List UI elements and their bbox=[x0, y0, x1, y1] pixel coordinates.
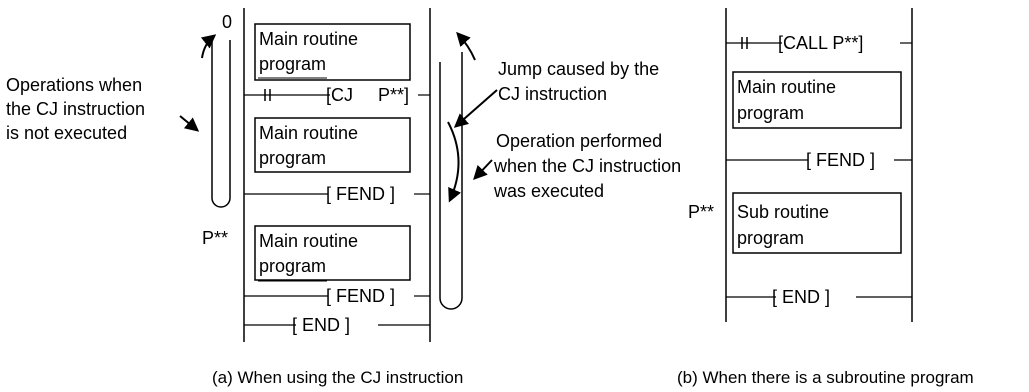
executed-label-line: when the CJ instruction bbox=[493, 156, 681, 176]
caption-a: (a) When using the CJ instruction bbox=[212, 368, 463, 387]
main-routine-box-3-text: Main routine program bbox=[259, 231, 363, 276]
fend-instruction-2: [ FEND ] bbox=[326, 286, 395, 306]
not-executed-line: is not executed bbox=[6, 123, 127, 143]
not-executed-label: Operations when the CJ instruction is no… bbox=[6, 75, 150, 143]
not-executed-loop bbox=[211, 40, 231, 208]
main-routine-box-3 bbox=[254, 225, 411, 281]
box-line: program bbox=[259, 54, 326, 74]
fend-instruction-b: [ FEND ] bbox=[806, 150, 875, 170]
box-line: Sub routine bbox=[737, 202, 829, 222]
jump-label-line: CJ instruction bbox=[498, 84, 607, 104]
main-routine-box-b-text: Main routine program bbox=[737, 77, 841, 123]
loop-up-arrow bbox=[200, 34, 217, 59]
sub-routine-box-text: Sub routine program bbox=[737, 202, 834, 248]
executed-label-line: Operation performed bbox=[496, 131, 662, 151]
end-instruction-b: [ END ] bbox=[772, 287, 830, 307]
pointer-label: P** bbox=[202, 228, 228, 248]
main-routine-box-1 bbox=[254, 23, 411, 81]
cj-rung: [CJ P**] bbox=[244, 85, 430, 105]
not-executed-arrow bbox=[179, 115, 200, 132]
box-line: program bbox=[259, 148, 326, 168]
executed-label: Operation performed when the CJ instruct… bbox=[493, 131, 686, 201]
box-line: Main routine bbox=[737, 77, 836, 97]
caption-b: (b) When there is a subroutine program bbox=[677, 368, 974, 387]
fend-rung-2: [ FEND ] bbox=[244, 286, 430, 306]
sub-routine-box bbox=[732, 192, 902, 254]
executed-loop bbox=[439, 52, 463, 310]
cj-instruction: [CJ bbox=[326, 85, 353, 105]
end-rung: [ END ] bbox=[244, 315, 430, 335]
not-executed-line: Operations when bbox=[6, 75, 142, 95]
call-instruction: [CALL P**] bbox=[778, 33, 863, 53]
fend-instruction-1: [ FEND ] bbox=[326, 184, 395, 204]
main-routine-box-1-text: Main routine program bbox=[259, 29, 363, 74]
jump-label-line: Jump caused by the bbox=[498, 59, 659, 79]
call-rung: [CALL P**] bbox=[726, 33, 912, 53]
main-routine-box-b bbox=[732, 71, 902, 129]
jump-arc bbox=[447, 121, 461, 203]
box-line: program bbox=[259, 256, 326, 276]
end-rung-b: [ END ] bbox=[726, 287, 912, 307]
diagram-a: 0 Operations when the CJ instruction is … bbox=[6, 8, 686, 387]
diagram-b: [CALL P**] Main routine program [ FEND ]… bbox=[677, 8, 974, 387]
step-zero: 0 bbox=[222, 12, 232, 32]
box-line: program bbox=[737, 103, 804, 123]
fend-rung-1: [ FEND ] bbox=[244, 184, 430, 204]
end-instruction: [ END ] bbox=[292, 315, 350, 335]
executed-label-arrow bbox=[473, 159, 493, 181]
main-routine-box-2 bbox=[254, 117, 411, 173]
cj-operand: P**] bbox=[378, 85, 409, 105]
jump-label-arrow bbox=[453, 89, 498, 128]
fend-rung-b: [ FEND ] bbox=[726, 150, 912, 170]
not-executed-line: the CJ instruction bbox=[6, 99, 145, 119]
pointer-label-b: P** bbox=[688, 202, 714, 222]
jump-label: Jump caused by the CJ instruction bbox=[498, 59, 664, 104]
main-routine-box-2-text: Main routine program bbox=[259, 123, 363, 168]
box-line: Main routine bbox=[259, 29, 358, 49]
box-line: Main routine bbox=[259, 123, 358, 143]
box-line: Main routine bbox=[259, 231, 358, 251]
executed-label-line: was executed bbox=[493, 181, 604, 201]
executed-loop-arrow bbox=[456, 31, 476, 61]
box-line: program bbox=[737, 228, 804, 248]
